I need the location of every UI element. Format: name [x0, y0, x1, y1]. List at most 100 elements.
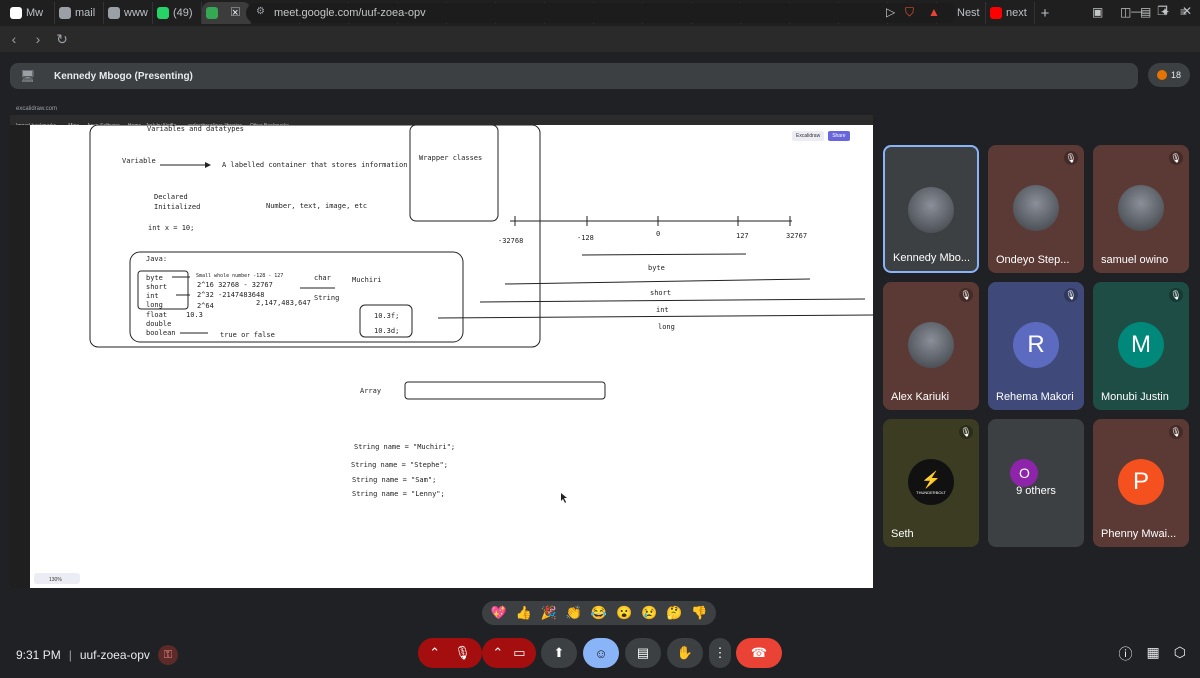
- meeting-time: 9:31 PM: [16, 648, 61, 662]
- reaction-emoji-icon[interactable]: 👍: [515, 605, 532, 620]
- presenting-bar: 🖥 Kennedy Mbogo (Presenting): [10, 63, 1138, 89]
- raise-hand-button[interactable]: ✋: [667, 638, 703, 668]
- browser-tab[interactable]: mail: [55, 2, 104, 24]
- shared-screen: excalidraw.com Import bookmarks...MineAe…: [10, 103, 873, 588]
- reaction-emoji-icon[interactable]: 💖: [490, 605, 507, 620]
- favicon-icon: [157, 7, 169, 19]
- tab-label: Nest: [957, 7, 980, 19]
- new-tab-button[interactable]: +: [1040, 4, 1050, 22]
- restore-icon[interactable]: ❐: [1157, 4, 1168, 18]
- chevron-up-icon[interactable]: ⌃: [429, 645, 441, 660]
- type-boolean: boolean: [146, 329, 176, 337]
- participants-button[interactable]: 18: [1148, 63, 1190, 87]
- bookmark-icon[interactable]: ☐: [230, 5, 241, 19]
- participant-name: Monubi Justin: [1101, 391, 1169, 403]
- browser-tab[interactable]: ×: [202, 2, 251, 24]
- forward-icon[interactable]: ›: [35, 31, 41, 47]
- string-line: String name = "Muchiri";: [354, 443, 455, 451]
- brave-shield-icon[interactable]: ⛉: [905, 5, 915, 19]
- mic-off-icon: 🎙: [1169, 425, 1183, 439]
- chat-icon[interactable]: ▦: [1146, 644, 1160, 660]
- close-tab-icon[interactable]: ×: [232, 7, 239, 19]
- avatar: [1118, 185, 1164, 231]
- reaction-emoji-icon[interactable]: 👏: [565, 605, 582, 620]
- menu-icon[interactable]: ≡: [1180, 5, 1188, 19]
- reaction-emoji-icon[interactable]: 🤔: [666, 605, 683, 620]
- true-false-label: true or false: [220, 331, 275, 339]
- send-icon[interactable]: ▷: [886, 5, 896, 19]
- reaction-emoji-icon[interactable]: 😮: [616, 605, 633, 620]
- favicon-icon: [59, 7, 71, 19]
- type-short: short: [146, 283, 167, 291]
- participant-tile[interactable]: ⚡THUNDERBOLT Seth 🎙: [883, 419, 979, 547]
- tab-label: mail: [75, 7, 96, 19]
- browser-tab[interactable]: www: [104, 2, 153, 24]
- declared-label: Declared: [154, 193, 188, 201]
- mic-off-icon: 🎙: [1169, 151, 1183, 165]
- axis-label: 127: [736, 232, 749, 240]
- info-icon[interactable]: ⓘ: [1118, 646, 1133, 662]
- participant-name: Kennedy Mbo...: [893, 252, 971, 264]
- emoji-icon: ☺: [594, 645, 608, 661]
- share-button[interactable]: Share: [828, 131, 850, 141]
- emoji-button[interactable]: ☺: [583, 638, 619, 668]
- mic-off-icon: 🎙: [959, 425, 973, 439]
- leo-icon[interactable]: ✦: [1160, 5, 1171, 19]
- axis-label: -128: [577, 234, 594, 242]
- leave-call-button[interactable]: ☎: [736, 638, 782, 668]
- extensions-icon[interactable]: ▣: [1092, 5, 1104, 19]
- presentation-icon: 🖥: [20, 69, 36, 83]
- minimize-icon[interactable]: —: [1131, 4, 1144, 18]
- mouse-cursor-icon: [561, 493, 567, 503]
- pow32-label: 2^32 -2147483648: [197, 291, 264, 299]
- sidebar-icon[interactable]: ◫: [1120, 5, 1132, 19]
- type-double: double: [146, 320, 171, 328]
- reaction-emoji-icon[interactable]: 😂: [590, 605, 608, 620]
- presenting-label: Kennedy Mbogo (Presenting): [54, 70, 193, 82]
- host-controls-icon[interactable]: ⚿: [157, 645, 178, 665]
- close-window-icon[interactable]: ✕: [1181, 4, 1192, 18]
- captions-button[interactable]: ▤: [625, 638, 661, 668]
- library-button[interactable]: Excalidraw: [792, 131, 825, 141]
- more-options-button[interactable]: ⋮: [709, 638, 731, 668]
- microphone-button[interactable]: ⌃ 🎙: [418, 638, 482, 668]
- back-icon[interactable]: ‹: [11, 31, 17, 47]
- present-button[interactable]: ⬆: [541, 638, 577, 668]
- site-info-icon[interactable]: ⚙: [256, 6, 265, 17]
- participant-tile[interactable]: Alex Kariuki🎙: [883, 282, 979, 410]
- reaction-emoji-icon[interactable]: 🎉: [540, 605, 557, 620]
- variable-definition: A labelled container that stores informa…: [222, 161, 407, 169]
- camera-button[interactable]: ⌃ ▭: [482, 638, 536, 668]
- avatar: M: [1118, 322, 1164, 368]
- reaction-emoji-icon[interactable]: 😢: [641, 605, 658, 620]
- participant-name: Seth: [891, 528, 914, 540]
- excalidraw-canvas[interactable]: Variables and datatypes Wrapper classes …: [30, 124, 873, 588]
- tab-label: www: [124, 7, 148, 19]
- browser-tab[interactable]: (49): [153, 2, 202, 24]
- browser-tab[interactable]: Mw: [6, 2, 55, 24]
- participant-count: 18: [1170, 70, 1181, 80]
- avatar-initial: P: [1132, 468, 1149, 495]
- chevron-up-icon[interactable]: ⌃: [492, 645, 504, 660]
- rewards-icon[interactable]: ▲: [928, 5, 940, 19]
- assignment-label: int x = 10;: [148, 224, 194, 232]
- reaction-emoji-icon[interactable]: 👎: [691, 605, 708, 620]
- address-bar[interactable]: ⚙ meet.google.com/uuf-zoea-opv: [246, 3, 956, 23]
- favicon-icon: [206, 7, 218, 19]
- activities-icon[interactable]: ⬡: [1173, 644, 1186, 660]
- browser-tab[interactable]: next: [986, 2, 1035, 24]
- muchiri-label: Muchiri: [352, 276, 382, 284]
- avatar: ⚡THUNDERBOLT: [908, 459, 954, 505]
- participant-tile[interactable]: samuel owino🎙: [1093, 145, 1189, 273]
- participant-tile[interactable]: Kennedy Mbo...: [883, 145, 979, 273]
- avatar: [1156, 70, 1167, 80]
- reload-icon[interactable]: ↻: [56, 30, 68, 47]
- wrapper-label: Wrapper classes: [419, 154, 482, 162]
- right-controls: ⓘ ▦ ⬡: [1119, 644, 1186, 664]
- participant-tile[interactable]: Ondeyo Step...🎙: [988, 145, 1084, 273]
- wallet-icon[interactable]: ▤: [1140, 5, 1152, 19]
